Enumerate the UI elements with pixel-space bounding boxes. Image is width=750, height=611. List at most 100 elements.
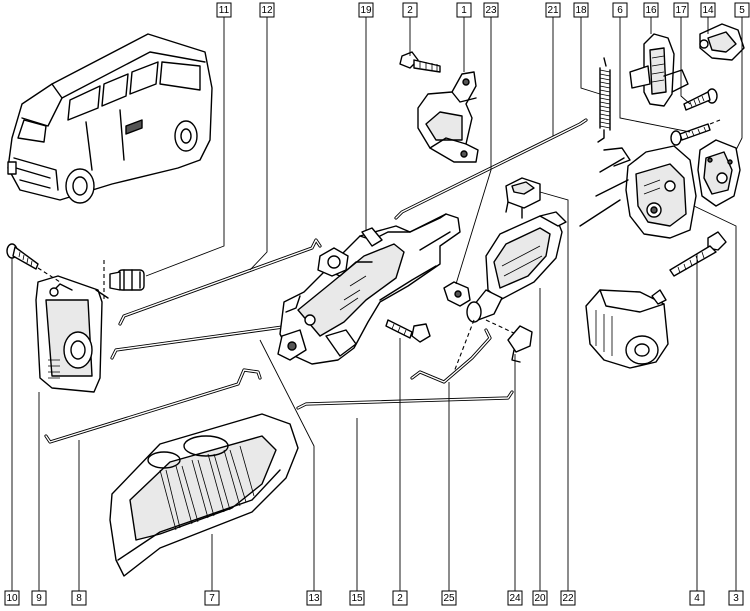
part-2-screw-top (399, 51, 441, 73)
callout-box (545, 2, 561, 18)
part-24-clip (507, 325, 533, 363)
callout-number: 9 (36, 593, 42, 604)
part-14-cap (699, 23, 745, 61)
callout-number: 18 (575, 5, 587, 16)
callout-box (306, 590, 322, 606)
callout-number: 23 (485, 5, 497, 16)
callout-box (216, 2, 232, 18)
callout-bottom-22: 22 (560, 590, 576, 606)
callout-box (560, 590, 576, 606)
part-8-rod (44, 368, 262, 444)
part-13-rod (110, 324, 298, 360)
callout-bottom-9: 9 (31, 590, 47, 606)
callout-box (483, 2, 499, 18)
callout-bottom-4: 4 (689, 590, 705, 606)
callout-box (507, 590, 523, 606)
callout-number: 22 (562, 593, 574, 604)
callout-number: 15 (351, 593, 363, 604)
callout-number: 16 (645, 5, 657, 16)
callout-top-19: 19 (358, 2, 374, 18)
callout-number: 1 (461, 5, 467, 16)
part-7-housing (109, 413, 299, 577)
callouts-bottom: 10 9 8 7 13 15 2 25 24 20 22 4 3 (4, 590, 744, 606)
part-22-switch (505, 177, 541, 219)
part-17-screw (683, 88, 718, 111)
callout-number: 11 (219, 5, 230, 16)
callout-top-5: 5 (734, 2, 750, 18)
callout-number: 4 (694, 593, 700, 604)
callout-box (643, 2, 659, 18)
callout-box (204, 590, 220, 606)
callout-bottom-24: 24 (507, 590, 523, 606)
callout-number: 17 (675, 5, 687, 16)
callout-top-23: 23 (483, 2, 499, 18)
callout-number: 2 (407, 5, 413, 16)
callout-box (573, 2, 589, 18)
part-18-spring (597, 57, 611, 143)
callout-box (728, 590, 744, 606)
callout-bottom-2: 2 (392, 590, 408, 606)
callout-number: 24 (509, 593, 521, 604)
callout-box (392, 590, 408, 606)
part-16-cover (629, 33, 689, 107)
callout-number: 12 (261, 5, 273, 16)
callout-bottom-15: 15 (349, 590, 365, 606)
callout-number: 25 (443, 593, 455, 604)
part-15-rod (296, 390, 514, 410)
callout-bottom-20: 20 (532, 590, 548, 606)
callout-box (689, 590, 705, 606)
part-20-actuator (466, 211, 567, 323)
callout-bottom-25: 25 (441, 590, 457, 606)
part-2-screw-bottom (385, 319, 431, 343)
callout-number: 19 (360, 5, 372, 16)
part-11-clip (103, 260, 145, 300)
van-illustration (7, 33, 213, 204)
part-12-rod (118, 238, 322, 326)
part-5-latch-plate (697, 139, 741, 207)
part-25-rod (410, 319, 517, 384)
callout-box (700, 2, 716, 18)
callout-box (673, 2, 689, 18)
callout-top-14: 14 (700, 2, 716, 18)
callout-bottom-13: 13 (306, 590, 322, 606)
callout-top-16: 16 (643, 2, 659, 18)
callout-box (402, 2, 418, 18)
callout-box (612, 2, 628, 18)
callout-number: 8 (76, 593, 82, 604)
part-1-bracket (417, 71, 479, 163)
callout-number: 13 (308, 593, 320, 604)
callout-number: 21 (547, 5, 559, 16)
callout-number: 2 (397, 593, 403, 604)
callout-box (349, 590, 365, 606)
callout-number: 3 (733, 593, 739, 604)
callout-top-1: 1 (456, 2, 472, 18)
callout-number: 20 (534, 593, 546, 604)
callout-box (4, 590, 20, 606)
callout-number: 14 (702, 5, 714, 16)
callout-number: 10 (6, 593, 18, 604)
callout-box (71, 590, 87, 606)
callout-number: 5 (739, 5, 745, 16)
part-4-bolt (669, 231, 727, 277)
callout-bottom-7: 7 (204, 590, 220, 606)
callout-box (358, 2, 374, 18)
callout-box (734, 2, 750, 18)
callout-top-18: 18 (573, 2, 589, 18)
leader-lines (11, 17, 743, 591)
callout-top-6: 6 (612, 2, 628, 18)
callout-top-11: 11 (216, 2, 232, 18)
callout-top-17: 17 (673, 2, 689, 18)
part-6-screw (670, 119, 721, 146)
part-23-link (443, 281, 471, 307)
callout-top-2: 2 (402, 2, 418, 18)
callout-box (31, 590, 47, 606)
callout-bottom-8: 8 (71, 590, 87, 606)
callout-box (259, 2, 275, 18)
part-9-handle-housing (35, 267, 109, 393)
callout-bottom-10: 10 (4, 590, 20, 606)
callout-box (441, 590, 457, 606)
lock-cylinder (585, 289, 669, 369)
part-19-lock-mechanism (277, 213, 461, 365)
